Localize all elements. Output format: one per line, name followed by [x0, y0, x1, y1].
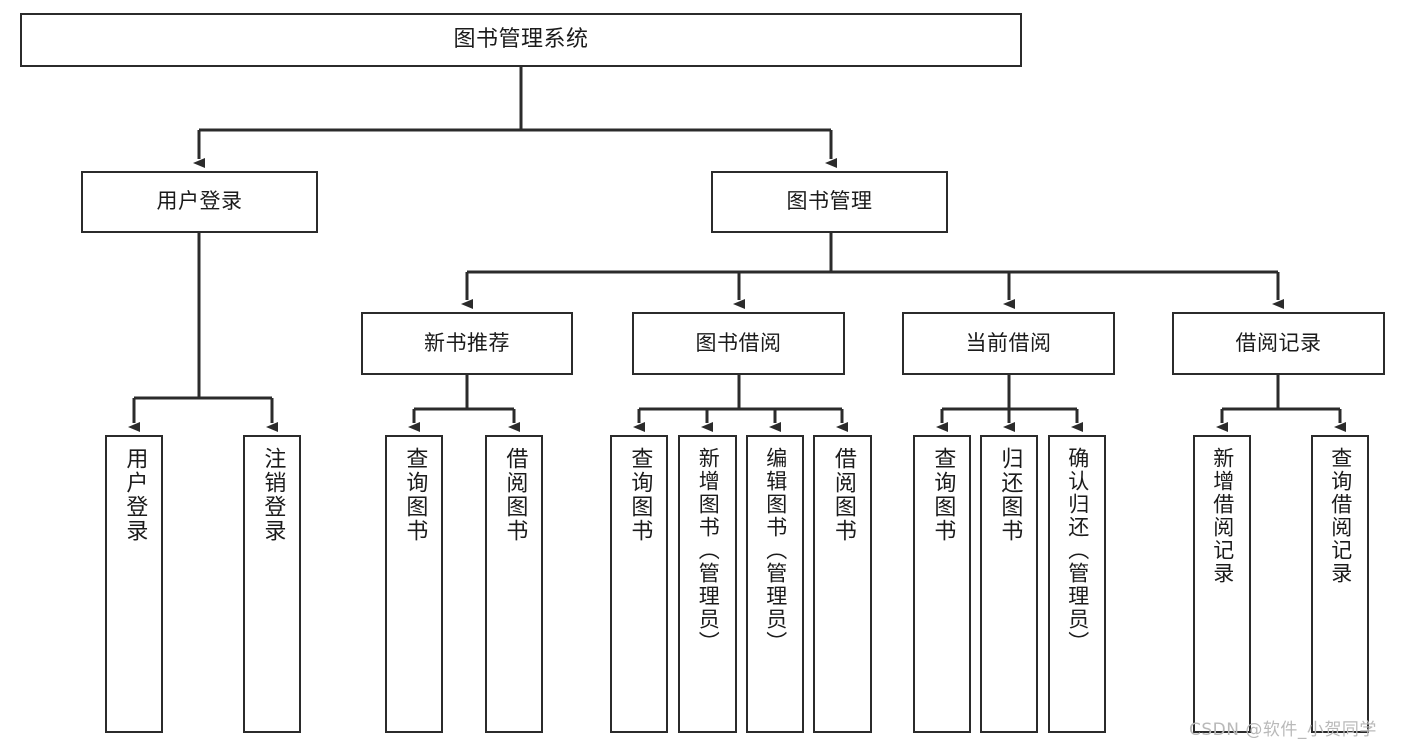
leaf-query-books-recommend[interactable]: 查询图书 [385, 435, 443, 733]
csdn-watermark: CSDN @软件_小贺同学 [1189, 720, 1377, 740]
node-root-system[interactable]: 图书管理系统 [20, 13, 1022, 67]
node-user-login[interactable]: 用户登录 [81, 171, 318, 233]
node-label: 归还图书 [997, 447, 1023, 543]
leaf-add-book-admin[interactable]: 新增图书（管理员） [678, 435, 737, 733]
leaf-logout[interactable]: 注销登录 [243, 435, 301, 733]
node-label: 查询借阅记录 [1328, 447, 1353, 585]
node-new-book-recommendation[interactable]: 新书推荐 [361, 312, 573, 375]
node-label: 用户登录 [122, 447, 148, 543]
node-book-borrowing[interactable]: 图书借阅 [632, 312, 845, 375]
node-label: 确认归还（管理员） [1065, 447, 1090, 654]
node-label: 图书管理系统 [453, 26, 589, 52]
node-label: 注销登录 [260, 447, 286, 543]
leaf-query-books-borrow[interactable]: 查询图书 [610, 435, 668, 733]
leaf-edit-book-admin[interactable]: 编辑图书（管理员） [746, 435, 804, 733]
leaf-query-borrow-record[interactable]: 查询借阅记录 [1311, 435, 1369, 733]
node-label: 新书推荐 [424, 330, 510, 355]
node-label: 查询图书 [402, 447, 428, 543]
node-label: 新增图书（管理员） [696, 447, 721, 654]
leaf-add-borrow-record[interactable]: 新增借阅记录 [1193, 435, 1251, 733]
node-label: 编辑图书（管理员） [763, 447, 788, 654]
node-label: 借阅图书 [502, 447, 528, 543]
node-book-management[interactable]: 图书管理 [711, 171, 948, 233]
leaf-user-login[interactable]: 用户登录 [105, 435, 163, 733]
node-label: 图书管理 [786, 189, 873, 214]
leaf-borrow-books[interactable]: 借阅图书 [813, 435, 872, 733]
leaf-query-books-current[interactable]: 查询图书 [913, 435, 971, 733]
leaf-confirm-return-admin[interactable]: 确认归还（管理员） [1048, 435, 1106, 733]
node-current-borrowing[interactable]: 当前借阅 [902, 312, 1115, 375]
node-label: 新增借阅记录 [1210, 447, 1235, 585]
node-label: 查询图书 [930, 447, 956, 543]
node-label: 查询图书 [627, 447, 653, 543]
node-borrowing-records[interactable]: 借阅记录 [1172, 312, 1385, 375]
leaf-return-books[interactable]: 归还图书 [980, 435, 1038, 733]
node-label: 图书借阅 [695, 330, 782, 355]
leaf-borrow-books-recommend[interactable]: 借阅图书 [485, 435, 543, 733]
node-label: 借阅记录 [1235, 330, 1322, 355]
node-label: 当前借阅 [965, 330, 1052, 355]
node-label: 用户登录 [156, 189, 243, 214]
node-label: 借阅图书 [830, 447, 856, 543]
